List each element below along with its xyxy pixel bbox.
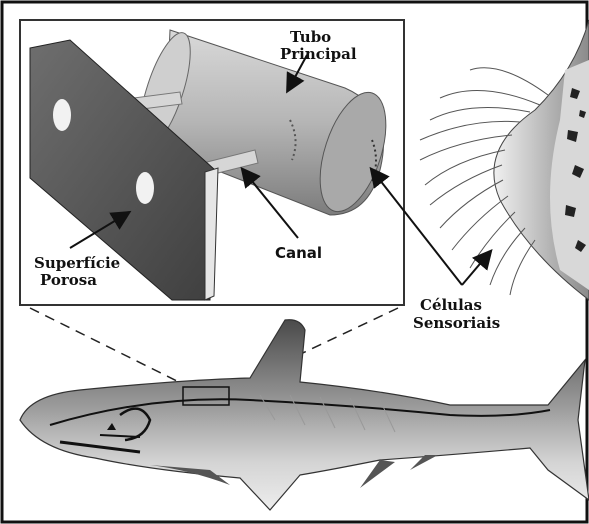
label-porous-surface-line1: Superfície xyxy=(34,254,120,272)
label-sensory-cells-line2: Sensoriais xyxy=(413,314,500,332)
label-porous-surface-line2: Porosa xyxy=(40,271,97,289)
label-main-tube-line1: Tubo xyxy=(290,28,331,46)
label-main-tube-line2: Principal xyxy=(280,45,357,63)
label-sensory-cells-line1: Células xyxy=(420,296,482,314)
pore xyxy=(53,99,71,131)
label-canal: Canal xyxy=(275,244,322,262)
pore xyxy=(136,172,154,204)
